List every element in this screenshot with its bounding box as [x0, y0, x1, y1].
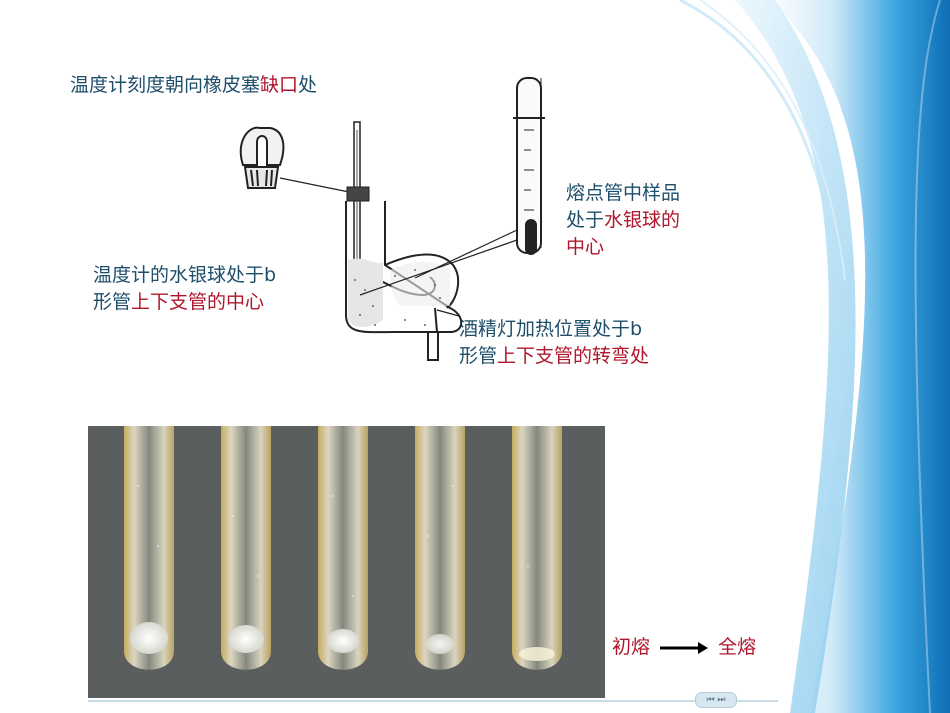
label-line: 处于水银球的 [566, 207, 680, 234]
capillary-tube [512, 426, 562, 670]
label-bulb-position: 温度计的水银球处于b 形管上下支管的中心 [93, 262, 276, 316]
label-text: 温度计刻度朝向橡皮塞 [70, 74, 261, 96]
label-highlight: 缺口 [260, 74, 299, 96]
label-text: 处于 [566, 209, 605, 231]
thiele-tube-icon [345, 201, 463, 361]
label-highlight: 上下支管的中心 [131, 291, 265, 313]
label-line: 形管上下支管的转弯处 [459, 343, 649, 370]
melting-point-tube-icon [513, 77, 545, 255]
capillary-photo [88, 426, 605, 698]
label-text: 形管 [93, 291, 132, 313]
label-highlight: 中心 [566, 236, 605, 258]
label-thermometer-orientation: 温度计刻度朝向橡皮塞缺口处 [70, 72, 317, 99]
pointer-line [279, 177, 350, 193]
pointer-line [414, 229, 518, 279]
liquid-pattern [354, 269, 441, 326]
label-line: 形管上下支管的中心 [93, 289, 276, 316]
melt-start-label: 初熔 [612, 636, 651, 658]
label-text: 形管 [459, 345, 498, 367]
slide-bottom-divider [88, 700, 778, 702]
capillary-tube [415, 426, 465, 670]
label-sample-position: 熔点管中样品 处于水银球的 中心 [566, 180, 680, 261]
thiele-tube-diagram [239, 77, 545, 361]
pointer-line [436, 309, 460, 317]
label-highlight: 上下支管的转弯处 [497, 345, 650, 367]
rubber-stopper-icon [239, 126, 285, 189]
label-line: 温度计的水银球处于b [93, 264, 277, 286]
capillary-tube [318, 426, 368, 670]
capillary-tube [124, 426, 174, 670]
melt-progress: 初熔 全熔 [612, 632, 756, 659]
right-arrow-icon [660, 637, 709, 659]
capillary-tube [221, 426, 271, 670]
stopper-block [346, 186, 370, 202]
label-highlight: 水银球的 [604, 209, 681, 231]
slide-navigation-controls[interactable]: ⏮ ⏭ [695, 692, 737, 708]
navigation-icons[interactable]: ⏮ ⏭ [706, 695, 726, 705]
label-line: 酒精灯加热位置处于b [459, 318, 643, 340]
label-line: 熔点管中样品 [566, 182, 681, 204]
capillary-photo-image [88, 426, 605, 698]
label-lamp-position: 酒精灯加热位置处于b 形管上下支管的转弯处 [459, 316, 649, 370]
label-text: 处 [298, 74, 318, 96]
melt-end-label: 全熔 [718, 636, 757, 658]
